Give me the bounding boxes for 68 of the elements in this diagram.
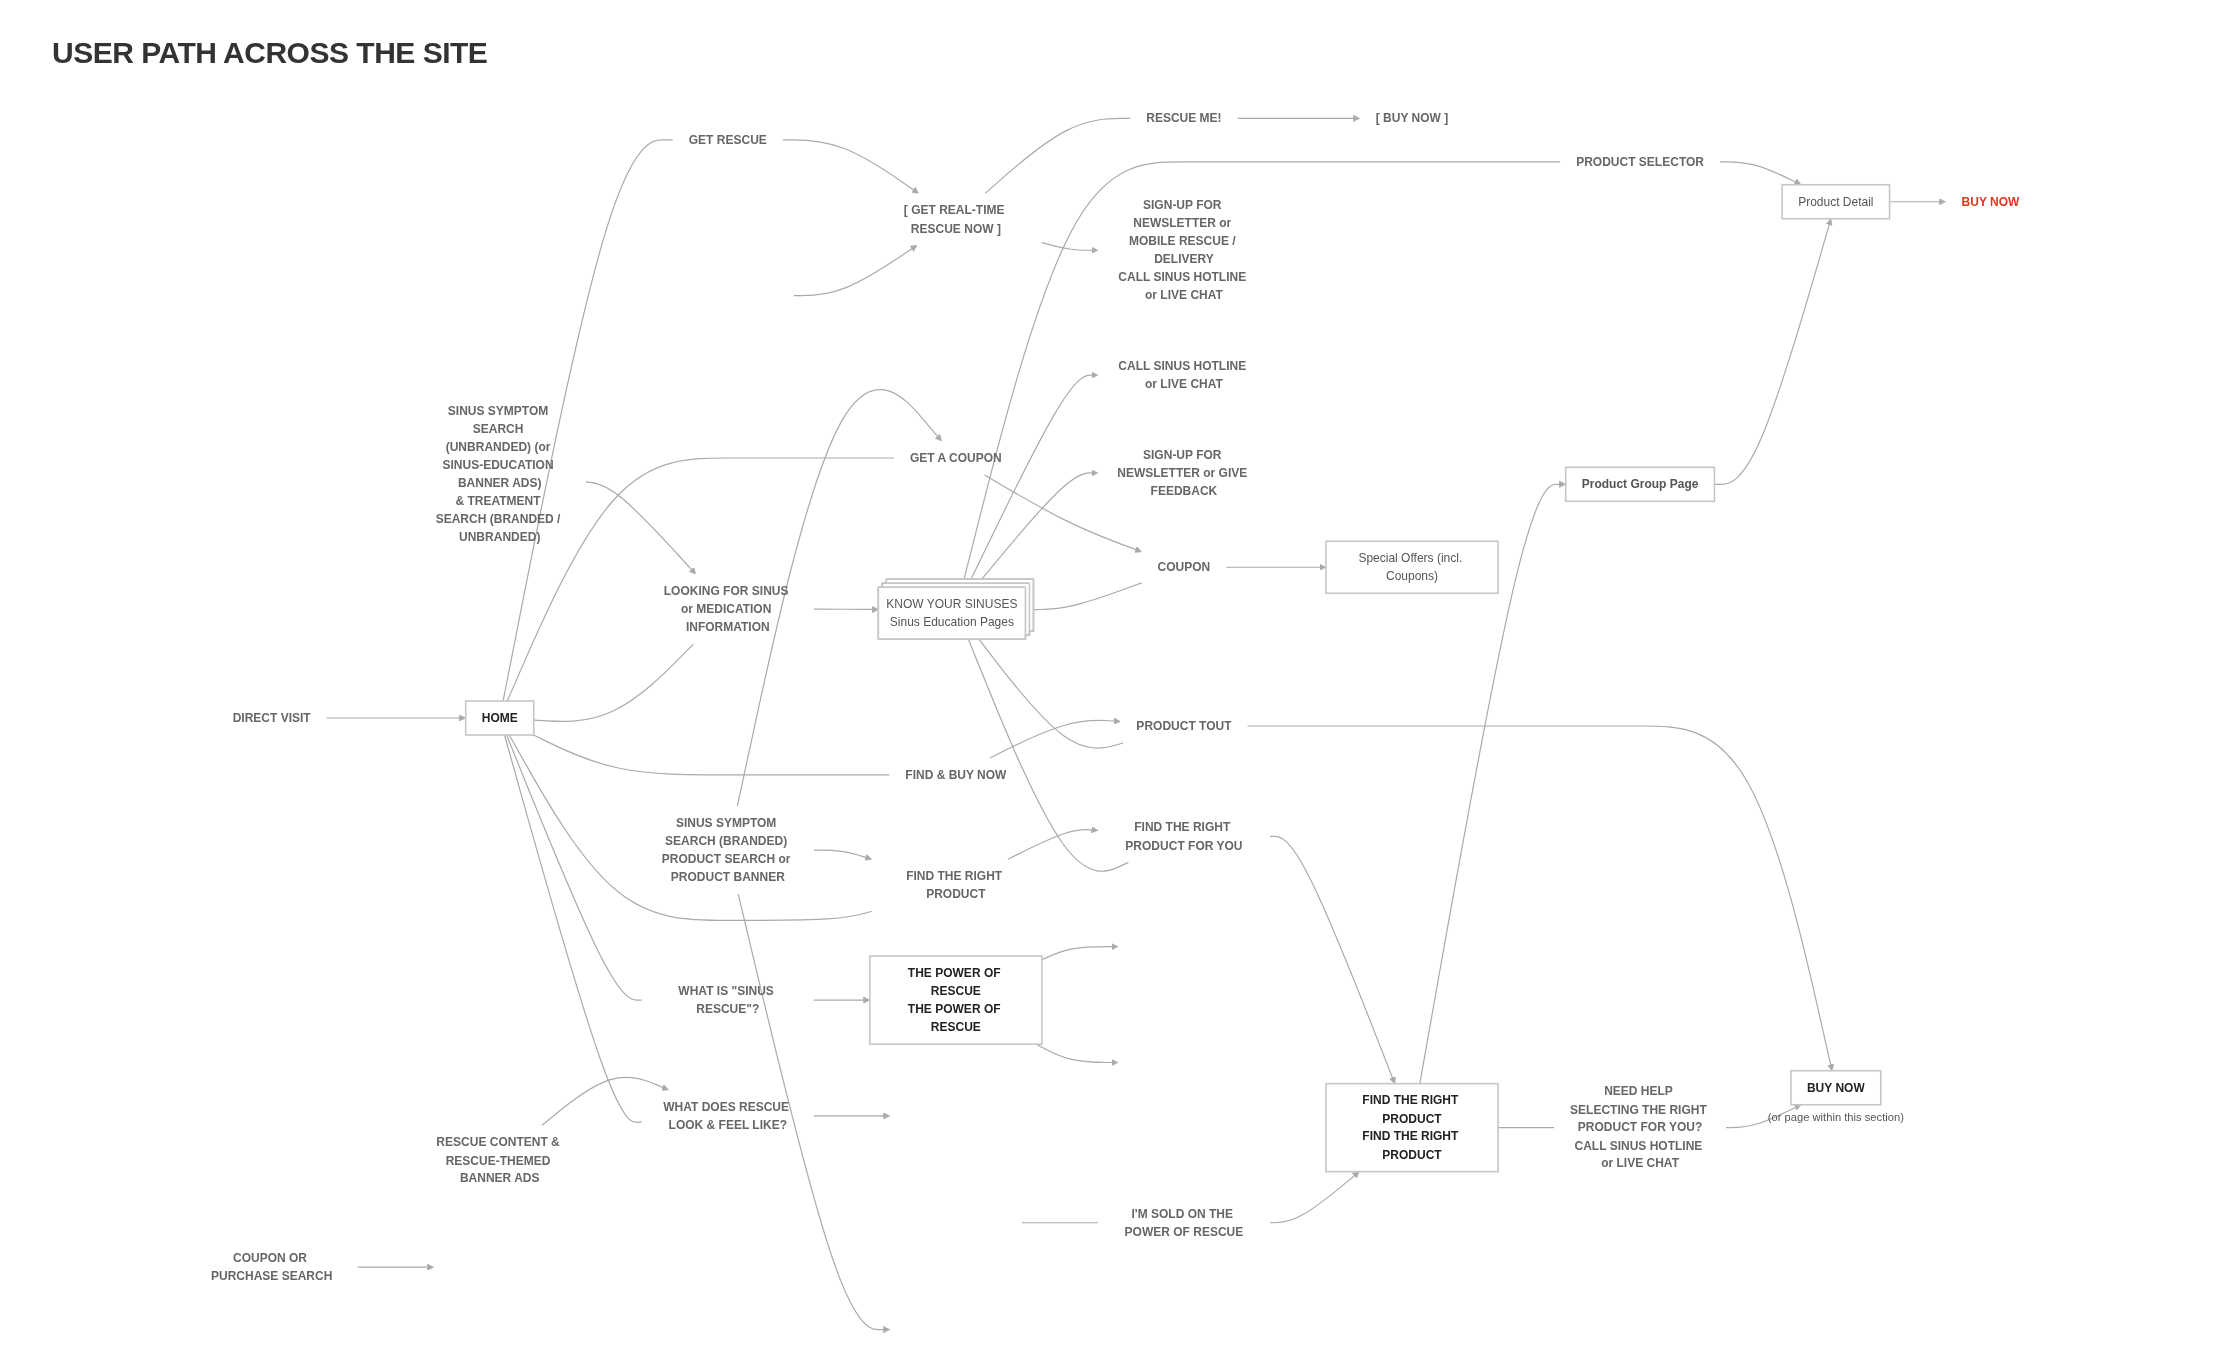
connector <box>984 117 1131 194</box>
node-text: SIGN-UP FOR NEWSLETTER or GIVE FEEDBACK <box>1117 447 1248 498</box>
node-text: WHAT DOES RESCUE LOOK & FEEL LIKE? <box>663 1099 790 1132</box>
node-box: Special Offers (incl. Coupons) <box>1325 540 1499 595</box>
connector <box>1033 582 1143 611</box>
diagram-title: USER PATH ACROSS THE SITE <box>52 36 488 70</box>
node-text: FIND THE RIGHT PRODUCT FOR YOU <box>1125 819 1243 852</box>
node-text: SINUS SYMPTOM SEARCH (UNBRANDED) (or SINUS-EDUCATION BANNER ADS) & TREATMENT SEARCH (BRANDED / UNBRANDED) <box>435 403 561 544</box>
node-text: PRODUCT TOUT <box>1136 718 1232 733</box>
node-text: BUY NOW <box>1961 194 2020 208</box>
node-text: CALL SINUS HOTLINE or LIVE CHAT <box>1118 358 1247 391</box>
node-box: BUY NOW <box>1790 1069 1882 1106</box>
node-box: Product Detail <box>1781 183 1891 220</box>
arrow <box>1035 1043 1119 1067</box>
arrow <box>989 717 1121 759</box>
node-text: GET A COUPON <box>909 450 1002 465</box>
arrow <box>736 389 942 807</box>
connector <box>506 734 643 1001</box>
arrow <box>813 606 879 613</box>
node-box: FIND THE RIGHT PRODUCT FIND THE RIGHT PRODUCT <box>1325 1082 1499 1173</box>
arrow <box>1725 1104 1802 1129</box>
node-text: PRODUCT SELECTOR <box>1576 154 1704 169</box>
node-text: NEED HELP SELECTING THE RIGHT PRODUCT FOR YOU? CALL SINUS HOTLINE or LIVE CHAT <box>1570 1084 1707 1170</box>
node-text: DIRECT VISIT <box>232 710 311 725</box>
connector <box>503 734 643 1123</box>
node-text: WHAT IS "SINUS RESCUE"? <box>678 983 774 1016</box>
node-text: RESCUE ME! <box>1146 111 1222 125</box>
node-text: COUPON <box>1157 559 1211 574</box>
connector <box>1021 1222 1099 1224</box>
node-text: [ GET REAL-TIME RESCUE NOW ] <box>903 202 1005 235</box>
node-text: LOOKING FOR SINUS or MEDICATION INFORMATION <box>663 583 789 634</box>
connector <box>967 639 1129 872</box>
arrow <box>357 1263 434 1271</box>
arrow <box>1269 1171 1360 1224</box>
arrow <box>813 849 872 861</box>
connector <box>978 639 1124 749</box>
node-text: SINUS SYMPTOM SEARCH (BRANDED) PRODUCT SEARCH or PRODUCT BANNER <box>661 815 791 884</box>
arrow <box>1246 725 1835 1072</box>
arrow <box>1041 242 1099 254</box>
connector <box>533 643 694 723</box>
node-text: COUPON OR PURCHASE SEARCH <box>210 1250 333 1283</box>
arrow <box>782 139 919 194</box>
node-label: (or page within this section) <box>1767 1110 1904 1123</box>
arrow <box>1269 835 1396 1084</box>
arrow <box>1041 943 1119 961</box>
arrow <box>1237 114 1361 122</box>
connector <box>506 457 895 702</box>
node-box: HOME <box>464 700 535 736</box>
node-text: FIND & BUY NOW <box>905 767 1007 782</box>
connector <box>502 139 674 702</box>
connector <box>533 734 890 776</box>
node-text: GET RESCUE <box>688 132 767 147</box>
arrow <box>984 474 1142 553</box>
arrow <box>793 245 918 297</box>
node-box: THE POWER OF RESCUE THE POWER OF RESCUE <box>869 955 1043 1045</box>
node-text: SIGN-UP FOR NEWSLETTER or MOBILE RESCUE / DELIVERY CALL SINUS HOTLINE or LIVE CHAT <box>1118 197 1247 302</box>
arrow <box>1719 161 1802 186</box>
arrow <box>813 1112 891 1120</box>
arrow <box>541 1076 669 1126</box>
arrow <box>737 893 891 1334</box>
node-text: RESCUE CONTENT & RESCUE-THEMED BANNER ADS <box>436 1134 560 1185</box>
arrow <box>1007 826 1099 860</box>
node-box: Product Group Page <box>1564 466 1716 503</box>
node-text: I'M SOLD ON THE POWER OF RESCUE <box>1124 1206 1244 1238</box>
node-text: FIND THE RIGHT PRODUCT <box>906 868 1003 901</box>
connector <box>508 734 873 922</box>
node-text: [ BUY NOW ] <box>1375 111 1449 125</box>
arrow <box>585 481 697 575</box>
